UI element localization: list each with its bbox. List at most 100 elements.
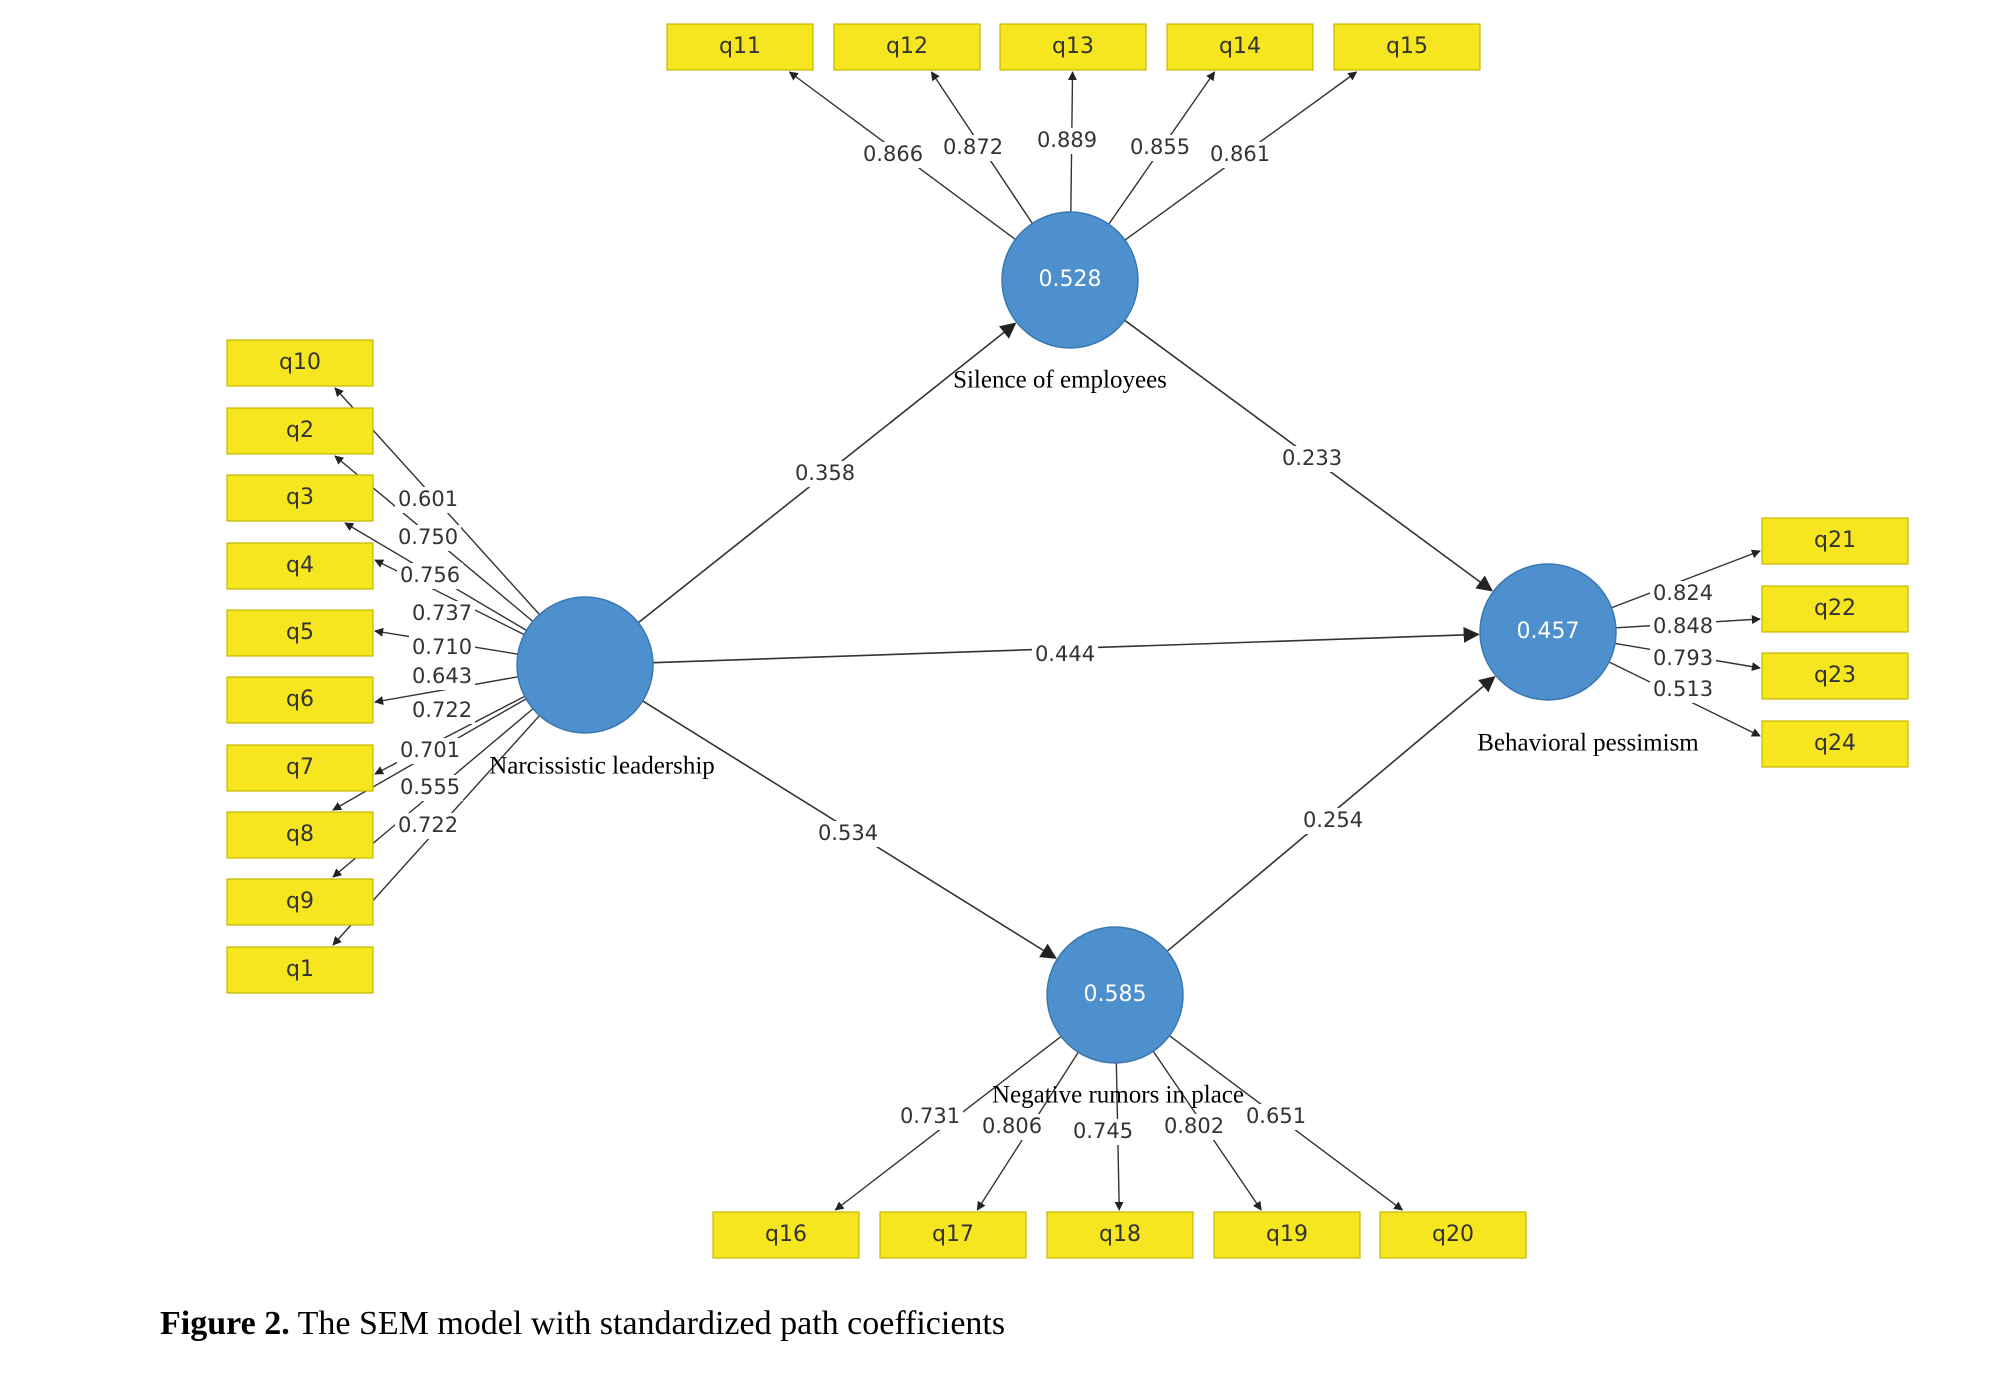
loading-q22-bg <box>1650 614 1716 640</box>
indicator-label-q8: q8 <box>286 822 314 847</box>
loading-q1-bg <box>397 775 463 801</box>
loading-q19: 0.802 <box>1164 1114 1224 1138</box>
indicator-label-q19: q19 <box>1266 1222 1308 1247</box>
indicator-label-q18: q18 <box>1099 1222 1141 1247</box>
indicator-label-q22: q22 <box>1814 596 1856 621</box>
indicator-label-q2: q2 <box>286 418 314 443</box>
loading-q17: 0.806 <box>982 1114 1042 1138</box>
indicator-box-q19 <box>1213 1211 1361 1259</box>
path-coef-narcissistic-to-rumors: 0.534 <box>818 821 878 845</box>
latent-r2-silence: 0.528 <box>1039 267 1102 292</box>
indicator-box-q1 <box>226 946 374 994</box>
path-coef-rumors-to-pessimism-bg <box>1300 808 1366 834</box>
indicator-box-q15 <box>1333 23 1481 71</box>
loading-q7-bg <box>409 664 475 690</box>
labels-layer: 0.3580.2330.4440.5340.2540.6010.7500.756… <box>395 128 1716 1145</box>
loading-q20-bg <box>1243 1104 1309 1130</box>
loading-q14-bg <box>1127 135 1193 161</box>
indicator-box-q10 <box>226 339 374 387</box>
loading-q4-bg <box>397 563 463 589</box>
indicator-label-q21: q21 <box>1814 528 1856 553</box>
loading-q16-bg <box>897 1104 963 1130</box>
indicator-label-q7: q7 <box>286 755 314 780</box>
path-coef-silence-to-pessimism: 0.233 <box>1282 446 1342 470</box>
loading-q23-bg <box>1650 646 1716 672</box>
indicator-label-q15: q15 <box>1386 34 1428 59</box>
indicator-label-q3: q3 <box>286 485 314 510</box>
loading-q5: 0.737 <box>412 601 472 625</box>
indicator-label-q17: q17 <box>932 1222 974 1247</box>
indicator-label-q11: q11 <box>719 34 761 59</box>
indicator-box-q14 <box>1166 23 1314 71</box>
latent-label-silence: Silence of employees <box>953 367 1167 394</box>
indicator-box-q21 <box>1761 517 1909 565</box>
loading-q24-bg <box>1650 677 1716 703</box>
indicator-box-q16 <box>712 1211 860 1259</box>
indicator-box-q20 <box>1379 1211 1527 1259</box>
indicator-box-q24 <box>1761 720 1909 768</box>
loading-q21-bg <box>1650 581 1716 607</box>
indicator-box-q7 <box>226 744 374 792</box>
loading-q6: 0.710 <box>412 635 472 659</box>
latent-label-rumors: Negative rumors in place <box>992 1082 1244 1109</box>
path-coef-narcissistic-to-pessimism: 0.444 <box>1035 642 1095 666</box>
indicator-label-q6: q6 <box>286 687 314 712</box>
loading-q16: 0.731 <box>900 1104 960 1128</box>
indicator-box-q13 <box>999 23 1147 71</box>
indicator-box-q5 <box>226 609 374 657</box>
loading-extra-left-bg <box>395 813 461 839</box>
caption-prefix: Figure 2. <box>160 1305 290 1342</box>
indicator-box-q18 <box>1046 1211 1194 1259</box>
latent-r2-rumors: 0.585 <box>1084 982 1147 1007</box>
loading-q17-bg <box>979 1114 1045 1140</box>
loading-q2-bg <box>395 487 461 513</box>
latent-circle-rumors <box>1046 926 1184 1064</box>
indicator-label-q12: q12 <box>886 34 928 59</box>
path-coef-narcissistic-to-silence: 0.358 <box>795 461 855 485</box>
figure-caption: Figure 2. The SEM model with standardize… <box>160 1305 1005 1343</box>
loading-q23: 0.793 <box>1653 646 1713 670</box>
latent-circle-narcissistic <box>516 596 654 734</box>
indicator-box-q12 <box>833 23 981 71</box>
indicator-label-q5: q5 <box>286 620 314 645</box>
indicator-label-q4: q4 <box>286 553 314 578</box>
indicator-label-q1: q1 <box>286 957 314 982</box>
loading-q21: 0.824 <box>1653 581 1713 605</box>
path-coef-narcissistic-to-rumors-bg <box>815 821 881 847</box>
path-coef-rumors-to-pessimism: 0.254 <box>1303 808 1363 832</box>
loading-q12: 0.872 <box>943 135 1003 159</box>
indicator-box-q8 <box>226 811 374 859</box>
loading-q3: 0.750 <box>398 525 458 549</box>
path-coef-silence-to-pessimism-bg <box>1279 446 1345 472</box>
indicator-label-q24: q24 <box>1814 731 1856 756</box>
indicator-label-q9: q9 <box>286 889 314 914</box>
loading-q24: 0.513 <box>1653 677 1713 701</box>
loading-q15: 0.861 <box>1210 142 1270 166</box>
indicator-box-q6 <box>226 676 374 724</box>
caption-text: The SEM model with standardized path coe… <box>297 1305 1006 1342</box>
indicator-label-q16: q16 <box>765 1222 807 1247</box>
indicator-label-q20: q20 <box>1432 1222 1474 1247</box>
loading-q8: 0.722 <box>412 698 472 722</box>
indicator-box-q17 <box>879 1211 1027 1259</box>
loading-q5-bg <box>409 601 475 627</box>
loading-q13-bg <box>1034 128 1100 154</box>
indicator-box-q2 <box>226 407 374 455</box>
indicator-label-q13: q13 <box>1052 34 1094 59</box>
indicator-label-q10: q10 <box>279 350 321 375</box>
loading-q7: 0.643 <box>412 664 472 688</box>
loading-q4: 0.756 <box>400 563 460 587</box>
loading-q12-bg <box>940 135 1006 161</box>
loading-q18-bg <box>1070 1119 1136 1145</box>
loading-q18: 0.745 <box>1073 1119 1133 1143</box>
loading-q9: 0.701 <box>400 738 460 762</box>
indicator-box-q22 <box>1761 585 1909 633</box>
loading-q1: 0.555 <box>400 775 460 799</box>
loading-q6-bg <box>409 635 475 661</box>
loading-q11: 0.866 <box>863 142 923 166</box>
indicator-box-q4 <box>226 542 374 590</box>
loading-q15-bg <box>1207 142 1273 168</box>
loading-q13: 0.889 <box>1037 128 1097 152</box>
